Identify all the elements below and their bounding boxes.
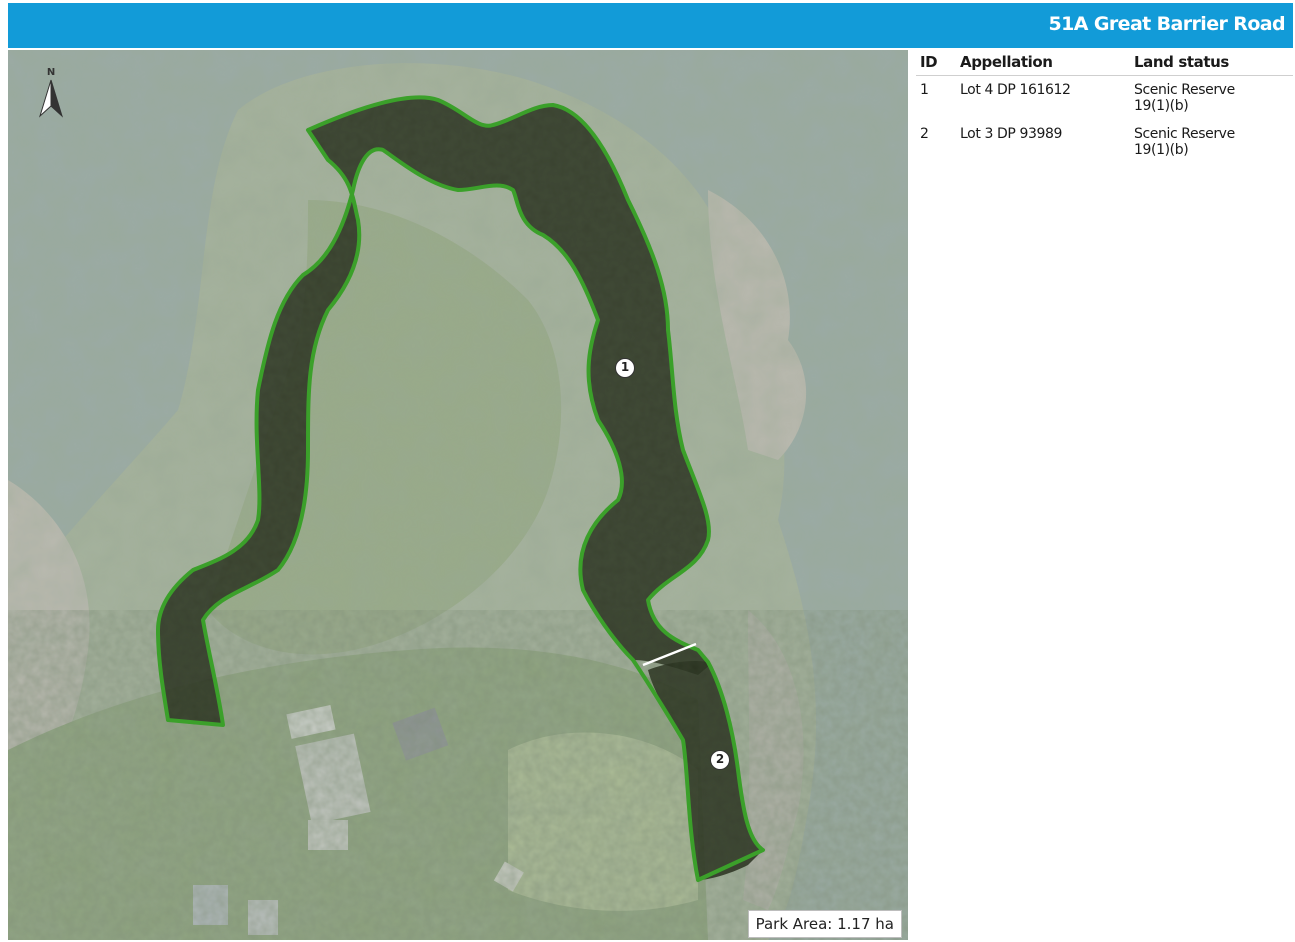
table-row: 1 Lot 4 DP 161612 Scenic Reserve 19(1)(b… [916, 76, 1293, 121]
title-bar: 51A Great Barrier Road [8, 3, 1293, 48]
parcel-table: ID Appellation Land status 1 Lot 4 DP 16… [916, 50, 1293, 164]
row-appellation: Lot 4 DP 161612 [960, 82, 1071, 98]
row-id: 2 [920, 126, 929, 142]
aerial-imagery [8, 50, 908, 940]
land-status-line: 19(1)(b) [1134, 142, 1189, 158]
park-area-label: Park Area: 1.17 ha [747, 910, 902, 938]
table-row: 2 Lot 3 DP 93989 Scenic Reserve 19(1)(b) [916, 120, 1293, 164]
aerial-map[interactable]: N 1 2 Park Area: 1.17 ha [8, 50, 908, 940]
parcel-table-panel: ID Appellation Land status 1 Lot 4 DP 16… [916, 50, 1293, 164]
row-land-status: Scenic Reserve 19(1)(b) [1130, 76, 1293, 121]
parcel-marker-1[interactable]: 1 [615, 358, 635, 378]
header-appellation: Appellation [956, 50, 1130, 76]
north-label: N [47, 67, 55, 78]
table-header-row: ID Appellation Land status [916, 50, 1293, 76]
header-land-status: Land status [1130, 50, 1293, 76]
parcel-marker-2[interactable]: 2 [710, 750, 730, 770]
land-status-line: Scenic Reserve [1134, 126, 1235, 142]
header-id: ID [916, 50, 956, 76]
row-land-status: Scenic Reserve 19(1)(b) [1130, 120, 1293, 164]
land-status-line: 19(1)(b) [1134, 98, 1189, 114]
parcel-boundary [156, 95, 765, 882]
north-arrow: N [34, 64, 68, 124]
land-status-line: Scenic Reserve [1134, 82, 1235, 98]
row-id: 1 [920, 82, 929, 98]
page-title: 51A Great Barrier Road [1048, 13, 1286, 35]
lot-divider [642, 642, 697, 667]
row-appellation: Lot 3 DP 93989 [960, 126, 1063, 142]
